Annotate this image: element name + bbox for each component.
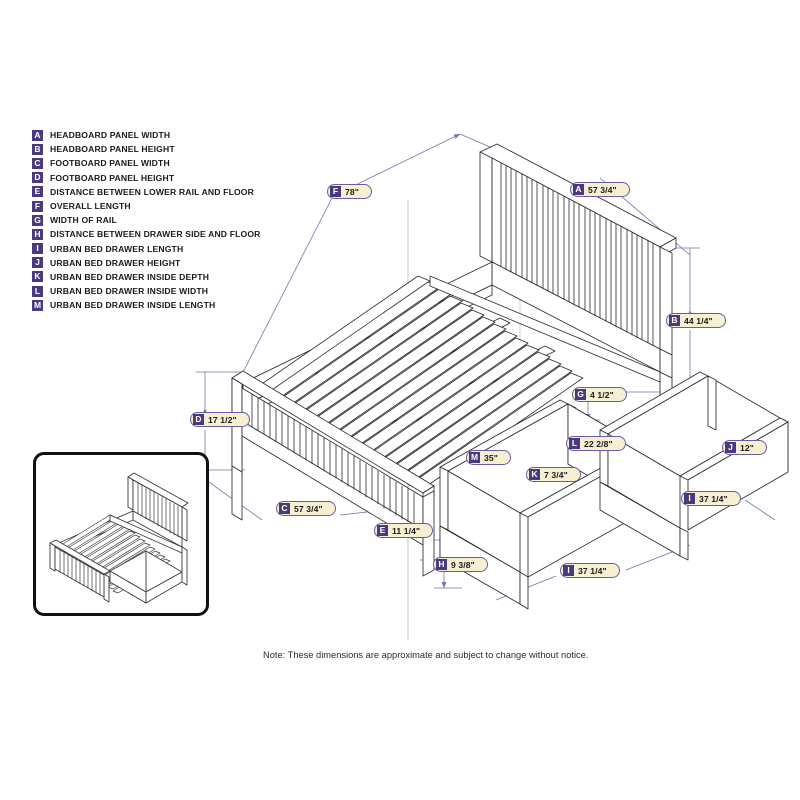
- legend-label: URBAN BED DRAWER INSIDE LENGTH: [50, 300, 216, 311]
- callout-value: 78": [345, 186, 359, 197]
- legend-label: FOOTBOARD PANEL HEIGHT: [50, 172, 175, 183]
- product-thumbnail-inset: [33, 452, 209, 616]
- legend-item-h: H DISTANCE BETWEEN DRAWER SIDE AND FLOOR: [32, 227, 332, 241]
- callout-badge: B: [669, 315, 680, 326]
- callout-c: C 57 3/4": [276, 501, 336, 516]
- footboard-panel: [231, 370, 435, 577]
- callout-value: 35": [484, 452, 498, 463]
- callout-value: 37 1/4": [578, 565, 607, 576]
- legend-item-m: M URBAN BED DRAWER INSIDE LENGTH: [32, 298, 332, 312]
- legend-item-a: A HEADBOARD PANEL WIDTH: [32, 128, 332, 142]
- callout-badge: I: [563, 565, 574, 576]
- callout-d: D 17 1/2": [190, 412, 250, 427]
- callout-value: 9 3/8": [451, 559, 475, 570]
- callout-badge: A: [573, 184, 584, 195]
- legend-label: HEADBOARD PANEL WIDTH: [50, 130, 171, 141]
- callout-badge: L: [569, 438, 580, 449]
- legend-badge-i: I: [32, 243, 43, 255]
- callout-j: J 12": [722, 440, 767, 455]
- callout-value: 12": [740, 442, 754, 453]
- legend-badge-k: K: [32, 271, 43, 283]
- legend-badge-h: H: [32, 228, 43, 240]
- legend: A HEADBOARD PANEL WIDTH B HEADBOARD PANEL H…: [32, 128, 332, 312]
- bed-frame-geometry: [231, 143, 789, 610]
- legend-badge-j: J: [32, 257, 43, 269]
- callout-k: K 7 3/4": [526, 467, 581, 482]
- legend-item-g: G WIDTH OF RAIL: [32, 213, 332, 227]
- callout-value: 4 1/2": [590, 389, 614, 400]
- callout-i1: I 37 1/4": [681, 491, 741, 506]
- callout-badge: F: [330, 186, 341, 197]
- callout-value: 7 3/4": [544, 469, 568, 480]
- legend-badge-e: E: [32, 186, 43, 198]
- callout-m: M 35": [466, 450, 511, 465]
- legend-item-i: I URBAN BED DRAWER LENGTH: [32, 242, 332, 256]
- legend-label: URBAN BED DRAWER HEIGHT: [50, 257, 181, 268]
- callout-value: 22 2/8": [584, 438, 613, 449]
- callout-g: G 4 1/2": [572, 387, 627, 402]
- disclaimer-note: Note: These dimensions are approximate a…: [263, 650, 589, 660]
- legend-badge-c: C: [32, 157, 43, 169]
- thumbnail-bed-drawing: [49, 472, 189, 604]
- legend-label: OVERALL LENGTH: [50, 201, 131, 212]
- legend-item-b: B HEADBOARD PANEL HEIGHT: [32, 142, 332, 156]
- legend-badge-a: A: [32, 129, 43, 141]
- legend-item-c: C FOOTBOARD PANEL WIDTH: [32, 156, 332, 170]
- legend-label: WIDTH OF RAIL: [50, 215, 117, 226]
- callout-badge: D: [193, 414, 204, 425]
- legend-label: HEADBOARD PANEL HEIGHT: [50, 144, 175, 155]
- callout-value: 44 1/4": [684, 315, 713, 326]
- legend-item-j: J URBAN BED DRAWER HEIGHT: [32, 256, 332, 270]
- callout-h: H 9 3/8": [433, 557, 488, 572]
- legend-label: DISTANCE BETWEEN DRAWER SIDE AND FLOOR: [50, 229, 261, 240]
- legend-label: URBAN BED DRAWER INSIDE DEPTH: [50, 271, 210, 282]
- legend-label: FOOTBOARD PANEL WIDTH: [50, 158, 170, 169]
- callout-l: L 22 2/8": [566, 436, 626, 451]
- callout-e: E 11 1/4": [374, 523, 434, 538]
- legend-badge-f: F: [32, 200, 43, 212]
- callout-a: A 57 3/4": [570, 182, 630, 197]
- legend-label: URBAN BED DRAWER INSIDE WIDTH: [50, 286, 209, 297]
- legend-item-k: K URBAN BED DRAWER INSIDE DEPTH: [32, 270, 332, 284]
- legend-item-e: E DISTANCE BETWEEN LOWER RAIL AND FLOOR: [32, 185, 332, 199]
- callout-badge: G: [575, 389, 586, 400]
- callout-b: B 44 1/4": [666, 313, 726, 328]
- legend-badge-m: M: [32, 299, 43, 311]
- callout-value: 37 1/4": [699, 493, 728, 504]
- callout-i2: I 37 1/4": [560, 563, 620, 578]
- drawer-box-rear: [599, 371, 789, 561]
- legend-item-l: L URBAN BED DRAWER INSIDE WIDTH: [32, 284, 332, 298]
- legend-badge-d: D: [32, 172, 43, 184]
- legend-item-f: F OVERALL LENGTH: [32, 199, 332, 213]
- callout-value: 17 1/2": [208, 414, 237, 425]
- callout-badge: I: [684, 493, 695, 504]
- legend-badge-b: B: [32, 143, 43, 155]
- legend-item-d: D FOOTBOARD PANEL HEIGHT: [32, 171, 332, 185]
- callout-value: 57 3/4": [588, 184, 617, 195]
- callout-badge: K: [529, 469, 540, 480]
- legend-badge-l: L: [32, 285, 43, 297]
- callout-value: 57 3/4": [294, 503, 323, 514]
- callout-badge: E: [377, 525, 388, 536]
- callout-badge: M: [469, 452, 480, 463]
- legend-label: DISTANCE BETWEEN LOWER RAIL AND FLOOR: [50, 186, 254, 197]
- legend-badge-g: G: [32, 214, 43, 226]
- legend-label: URBAN BED DRAWER LENGTH: [50, 243, 184, 254]
- callout-badge: H: [436, 559, 447, 570]
- callout-badge: C: [279, 503, 290, 514]
- callout-badge: J: [725, 442, 736, 453]
- callout-value: 11 1/4": [392, 525, 421, 536]
- callout-f: F 78": [327, 184, 372, 199]
